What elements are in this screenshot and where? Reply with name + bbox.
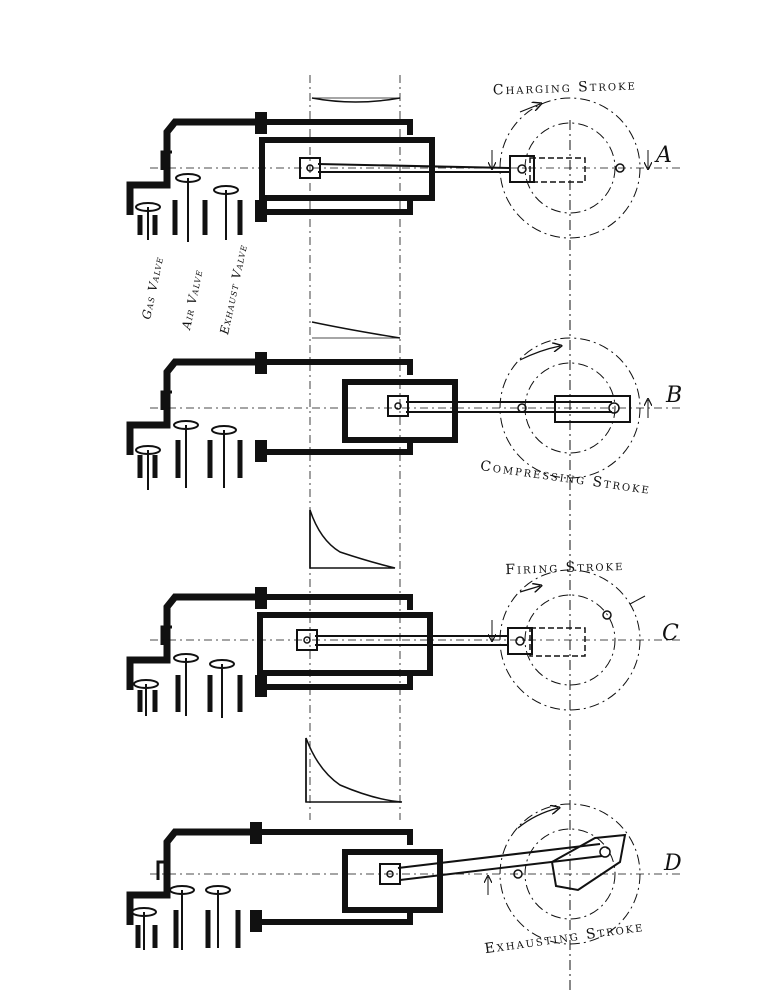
crank-circle-b bbox=[499, 337, 648, 479]
stroke-label-c: Firing Stroke bbox=[505, 558, 625, 578]
connecting-rod-c bbox=[296, 627, 586, 657]
engine-cylinder-c bbox=[126, 587, 433, 712]
valves-b bbox=[135, 420, 237, 490]
indicator-diagram-b bbox=[311, 321, 401, 339]
panel-letter-c: C bbox=[662, 621, 679, 646]
engine-cylinder-a bbox=[126, 112, 435, 235]
stroke-label-a: Charging Stroke bbox=[493, 77, 638, 98]
panel-c: Firing Stroke C bbox=[126, 509, 680, 718]
stroke-label-d: Exhausting Stroke bbox=[484, 919, 646, 957]
valves-d bbox=[131, 885, 231, 950]
panel-letter-b: B bbox=[665, 383, 682, 408]
indicator-diagram-d bbox=[305, 737, 403, 803]
connecting-rod-d bbox=[379, 833, 627, 892]
exhaust-valve-label: Exhaust Valve bbox=[217, 243, 250, 337]
connecting-rod-a bbox=[299, 155, 586, 183]
air-valve-label: Air Valve bbox=[179, 268, 206, 332]
crank-circle-c bbox=[492, 569, 646, 711]
indicator-diagram-c bbox=[309, 509, 396, 569]
panel-b: Compressing Stroke B bbox=[126, 321, 682, 498]
indicator-diagram-a bbox=[311, 97, 401, 103]
crank-circle-d bbox=[488, 803, 641, 945]
engine-cylinder-d bbox=[126, 822, 443, 948]
connecting-rod-b bbox=[387, 395, 631, 423]
panel-a: Charging Stroke A Gas Valve Air Valve Ex… bbox=[126, 77, 680, 337]
gas-valve-label: Gas Valve bbox=[139, 255, 166, 321]
valves-c bbox=[133, 653, 235, 718]
panel-letter-a: A bbox=[654, 143, 672, 168]
valves-a bbox=[135, 173, 239, 242]
stroke-label-b: Compressing Stroke bbox=[479, 458, 652, 498]
panel-letter-d: D bbox=[663, 851, 682, 876]
panel-d: Exhausting Stroke D bbox=[126, 737, 682, 957]
engine-cylinder-b bbox=[126, 352, 458, 478]
crank-circle-a bbox=[492, 97, 648, 239]
